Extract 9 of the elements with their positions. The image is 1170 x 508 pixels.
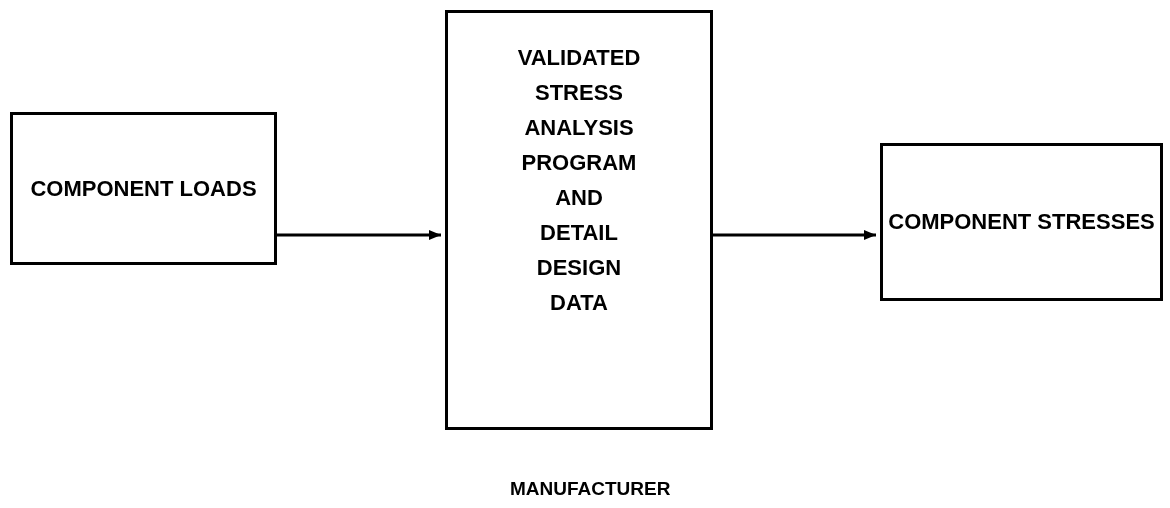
caption-label: MANUFACTURER: [510, 478, 671, 500]
process-box: [10, 112, 277, 265]
box-label: COMPONENT STRESSES: [888, 208, 1155, 236]
process-box: [880, 143, 1163, 301]
arrow: [277, 230, 441, 240]
box-label: COMPONENT LOADS: [30, 174, 257, 203]
box-label: VALIDATED STRESS ANALYSIS PROGRAM AND DETAIL DESIGN DATA: [517, 44, 641, 317]
process-box: [445, 10, 713, 430]
arrow: [713, 230, 876, 240]
